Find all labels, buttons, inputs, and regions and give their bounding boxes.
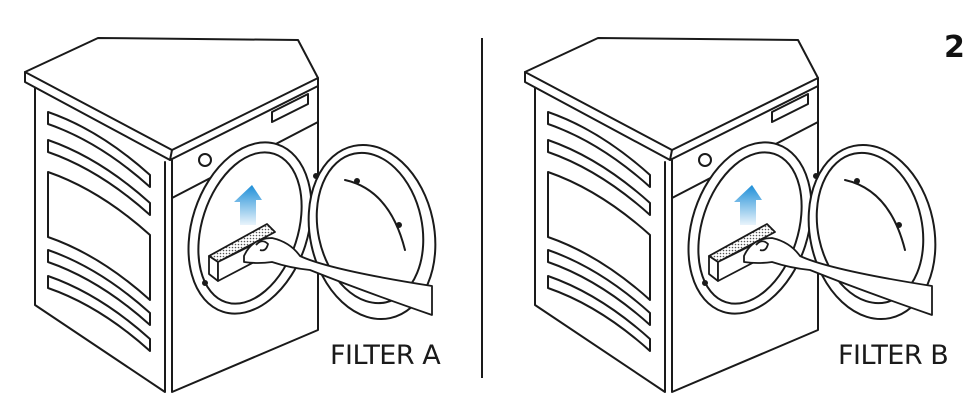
- step-number: 2: [944, 30, 965, 65]
- panel-b-illustration: [524, 37, 952, 393]
- dryer-illustration: [524, 37, 952, 393]
- panel-label-filter-b: FILTER B: [838, 340, 949, 371]
- dryer-illustration: [24, 37, 452, 393]
- panel-a-illustration: [24, 37, 452, 393]
- panel-label-filter-a: FILTER A: [330, 340, 441, 371]
